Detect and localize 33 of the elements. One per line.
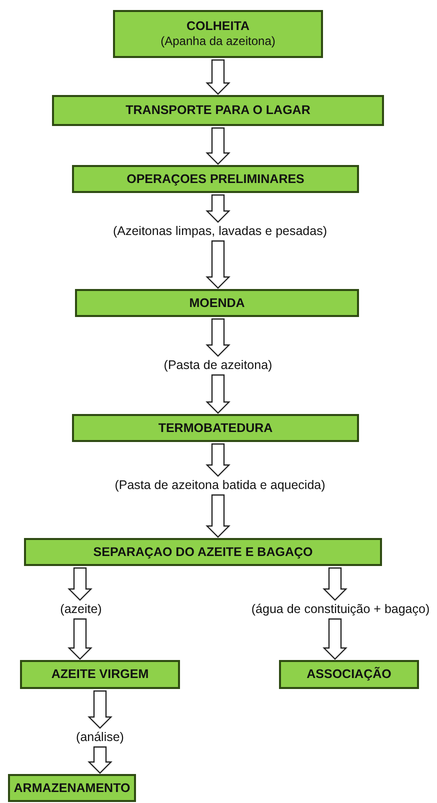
step-label: COLHEITA: [186, 19, 250, 34]
process-box: [279, 660, 419, 689]
process-box: [52, 95, 384, 126]
block-arrow: [322, 567, 348, 601]
step-label: SEPARAÇAO DO AZEITE E BAGAÇO: [93, 544, 313, 560]
step-label: ASSOCIAÇÃO: [306, 667, 392, 682]
block-arrow: [206, 240, 230, 289]
block-arrow: [206, 194, 230, 223]
block-arrow: [206, 127, 230, 165]
step-label: AZEITE VIRGEM: [51, 667, 149, 682]
block-arrow: [206, 374, 230, 414]
step-label: TRANSPORTE PARA O LAGAR: [126, 103, 310, 118]
block-arrow: [206, 318, 230, 357]
block-arrow: [206, 59, 230, 95]
step-label: ARMAZENAMENTO: [14, 780, 130, 796]
block-arrow: [88, 746, 112, 774]
step-label: OPERAÇOES PRELIMINARES: [126, 172, 304, 186]
block-arrow: [68, 618, 92, 660]
step-label: TERMOBATEDURA: [158, 420, 273, 436]
process-box: [8, 774, 136, 802]
step-label: MOENDA: [189, 296, 245, 310]
process-box: [20, 660, 180, 689]
process-box: [24, 538, 382, 566]
step-description: (Apanha da azeitona): [160, 34, 276, 49]
process-box: [75, 289, 359, 317]
block-arrow: [88, 690, 112, 729]
block-arrow: [322, 618, 348, 660]
block-arrow: [206, 494, 230, 538]
process-box: [72, 414, 359, 442]
block-arrow: [68, 567, 92, 601]
block-arrow: [206, 443, 230, 477]
process-box: [113, 10, 323, 58]
process-box: [72, 165, 359, 193]
